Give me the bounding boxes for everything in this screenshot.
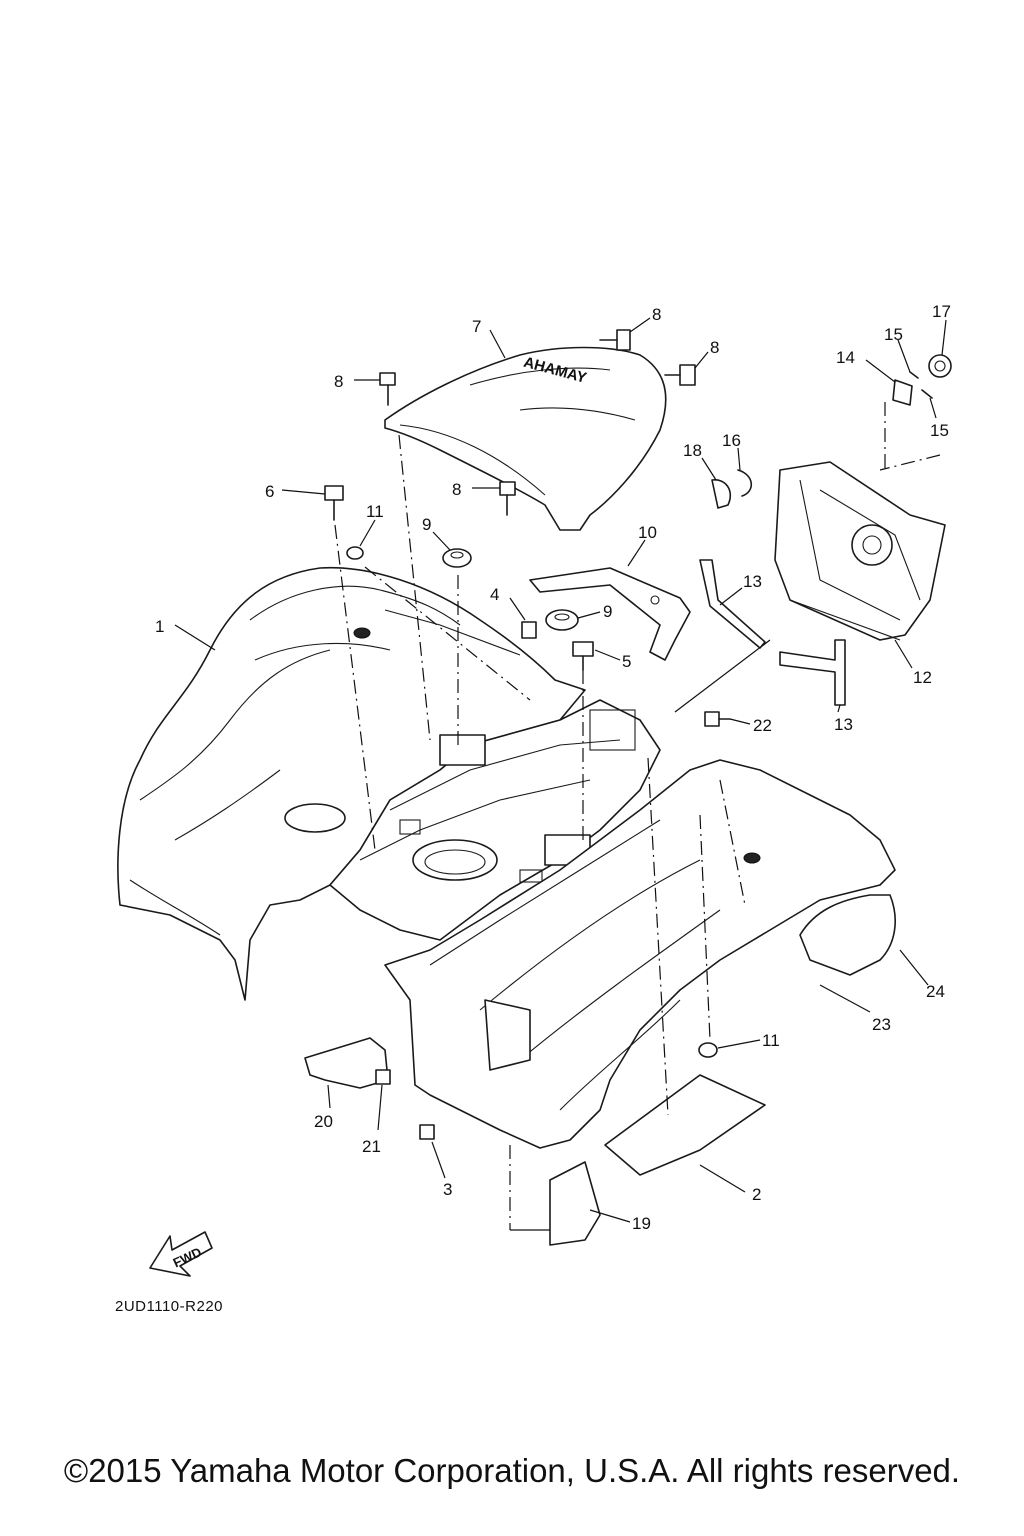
callout-16: 16 bbox=[722, 431, 741, 450]
hardware bbox=[304, 329, 952, 1246]
callout-17: 17 bbox=[932, 302, 951, 321]
callout-13a: 13 bbox=[743, 572, 762, 591]
callout-2: 2 bbox=[752, 1185, 761, 1204]
callouts: 1 2 3 4 5 6 7 8 8 8 8 9 9 10 11 11 12 bbox=[155, 302, 951, 1233]
fwd-arrow-icon: FWD bbox=[149, 1231, 213, 1277]
callout-3: 3 bbox=[443, 1180, 452, 1199]
callout-8c: 8 bbox=[652, 305, 661, 324]
part-bracket-10 bbox=[529, 567, 691, 661]
callout-8b: 8 bbox=[452, 480, 461, 499]
callout-15a: 15 bbox=[884, 325, 903, 344]
callout-6: 6 bbox=[265, 482, 274, 501]
assembly-lines bbox=[334, 402, 941, 1231]
callout-9b: 9 bbox=[603, 602, 612, 621]
callout-19: 19 bbox=[632, 1214, 651, 1233]
callout-11b: 11 bbox=[762, 1031, 780, 1050]
callout-22: 22 bbox=[753, 716, 772, 735]
callout-9a: 9 bbox=[422, 515, 431, 534]
callout-7: 7 bbox=[472, 317, 481, 336]
callout-4: 4 bbox=[490, 585, 499, 604]
callout-8d: 8 bbox=[710, 338, 719, 357]
callout-8a: 8 bbox=[334, 372, 343, 391]
part-storage-box-12 bbox=[774, 461, 946, 641]
callout-13b: 13 bbox=[834, 715, 853, 734]
part-center-tray bbox=[329, 699, 661, 941]
callout-21: 21 bbox=[362, 1137, 381, 1156]
part-top-cover: YAMAHA bbox=[384, 346, 667, 531]
callout-24: 24 bbox=[926, 982, 945, 1001]
callout-23: 23 bbox=[872, 1015, 891, 1034]
callout-14: 14 bbox=[836, 348, 855, 367]
callout-18: 18 bbox=[683, 441, 702, 460]
callout-10: 10 bbox=[638, 523, 657, 542]
copyright-notice: ©2015 Yamaha Motor Corporation, U.S.A. A… bbox=[63, 1452, 961, 1489]
callout-5: 5 bbox=[622, 652, 631, 671]
callout-15b: 15 bbox=[930, 421, 949, 440]
callout-1: 1 bbox=[155, 617, 164, 636]
drawing-code: 2UD1110-R220 bbox=[115, 1298, 224, 1315]
callout-12: 12 bbox=[913, 668, 932, 687]
part-strap-13 bbox=[699, 559, 846, 706]
part-rear-fender-left bbox=[117, 566, 586, 1001]
callout-20: 20 bbox=[314, 1112, 333, 1131]
callout-11a: 11 bbox=[366, 502, 384, 521]
part-rear-fender-right bbox=[384, 759, 896, 1149]
